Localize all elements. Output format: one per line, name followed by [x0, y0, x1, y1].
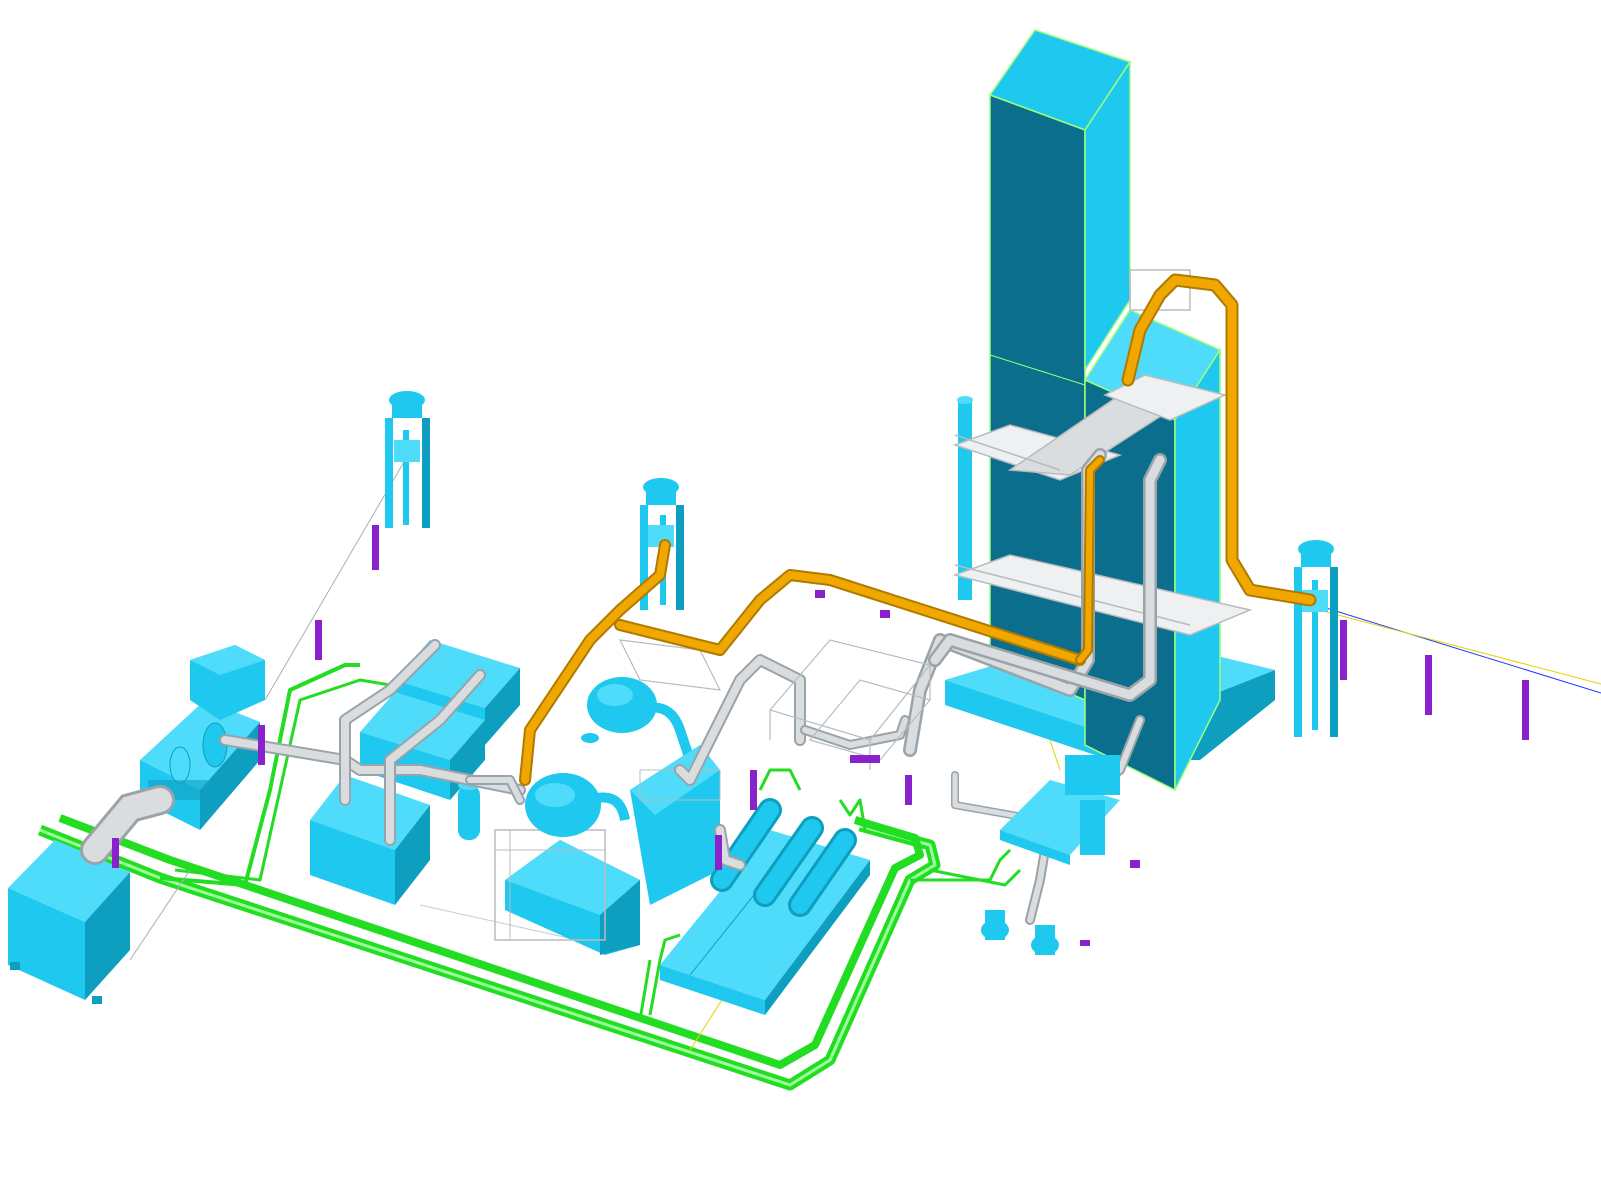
- gas-product-pipe: [519, 273, 1317, 786]
- air-cooled-condenser-box: [8, 840, 130, 1004]
- expander-cylinder-1: [710, 798, 782, 892]
- pipe-supports: [112, 590, 1529, 946]
- air-filter-tower-east: [1294, 540, 1338, 737]
- compressor-inlet-duct: [80, 785, 175, 865]
- process-air-pipes-west: [219, 639, 526, 846]
- air-filter-tower-west: [372, 391, 430, 570]
- liquid-pump-skid: [981, 755, 1120, 955]
- booster-expander-skid: [660, 798, 870, 1015]
- molecular-sieve-adsorbers: [494, 677, 721, 955]
- expander-cylinder-3: [788, 828, 857, 917]
- expander-cylinder-2: [753, 816, 824, 907]
- pipe-rack-handrails: [618, 639, 932, 770]
- cold-box-platforms: [952, 269, 1253, 636]
